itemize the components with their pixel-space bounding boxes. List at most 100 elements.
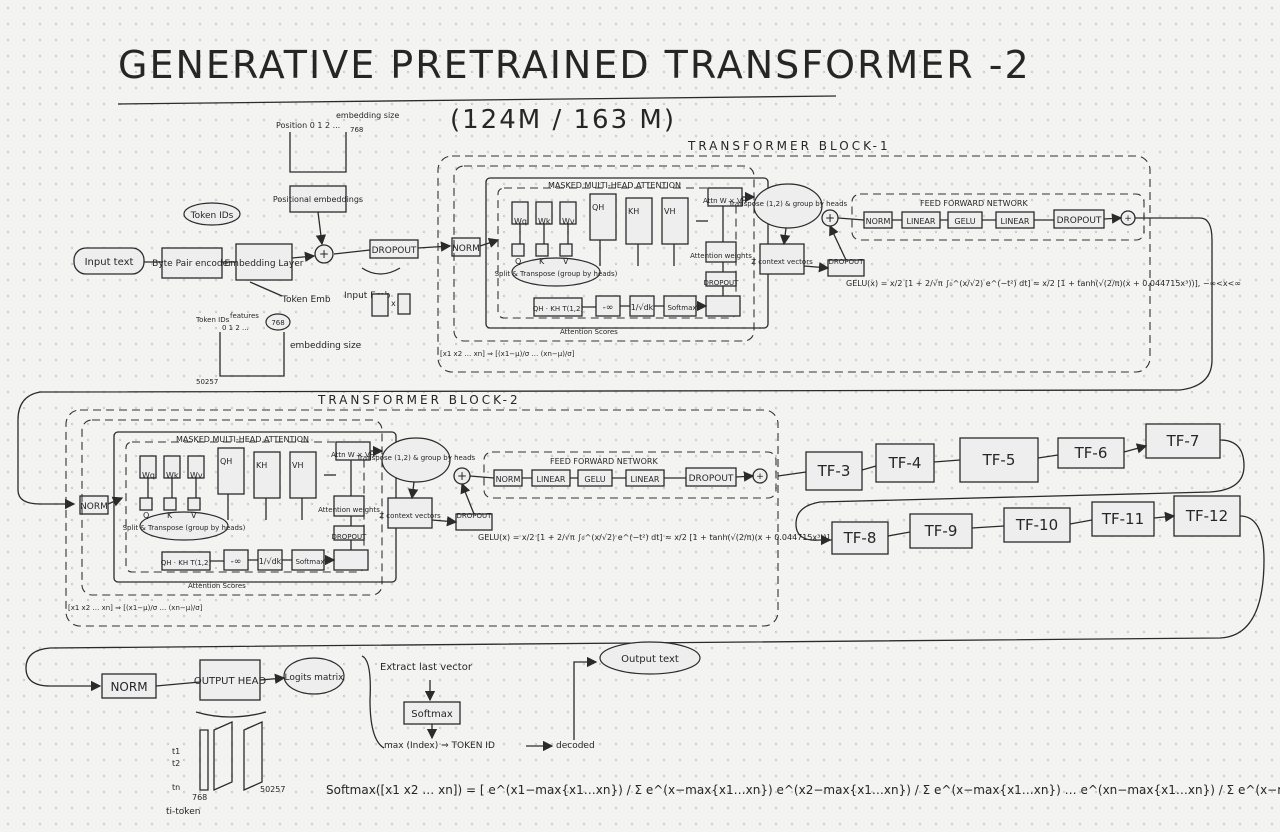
- block2-q: Q: [143, 511, 149, 520]
- output-norm: NORM: [110, 680, 147, 694]
- block1-q: Q: [515, 257, 521, 266]
- token-ids-label: Token IDs: [190, 211, 234, 221]
- block2-linear2: LINEAR: [631, 475, 660, 484]
- embedding-size-axis-label: embedding size: [290, 341, 362, 351]
- block2-mask: -∞: [231, 557, 242, 567]
- transformer-block-2: TRANSFORMER BLOCK-2 NORM MASKED MULTI-HE…: [65, 393, 873, 627]
- tf5-label: TF-5: [982, 451, 1016, 469]
- tf7-label: TF-7: [1166, 432, 1200, 450]
- output-head: OUTPUT HEAD: [194, 676, 267, 687]
- pos-axis-label: Position 0 1 2 ...: [276, 121, 340, 130]
- block1-scale: 1/√dk: [631, 303, 654, 312]
- block1-ffn: FEED FORWARD NETWORK: [920, 199, 1028, 208]
- block2-dropout: DROPOUT: [332, 533, 368, 541]
- svg-text:+: +: [319, 247, 329, 261]
- block1-mha-label: MASKED MULTI-HEAD ATTENTION: [548, 181, 681, 190]
- size-768-label: 768: [350, 126, 363, 134]
- block1-gelu-eq: GELU(x) = x/2 [1 + 2/√π ∫₀^(x/√2) e^(−t²…: [846, 279, 1241, 288]
- transformer-chain: TF-3 TF-4 TF-5 TF-6 TF-7 TF-8 TF-9 TF-10…: [25, 423, 1265, 692]
- n50257-label: 50257: [260, 785, 285, 794]
- logits-matrix: Logits matrix: [285, 673, 345, 683]
- block2-split: Split & Transpose (group by heads): [123, 524, 246, 532]
- pos-emb-label: Positional embeddings: [273, 195, 363, 204]
- block1-drop2: DROPOUT: [829, 258, 865, 266]
- block2-wk: Wk: [166, 471, 179, 480]
- block1-label: TRANSFORMER BLOCK-1: [687, 139, 891, 153]
- svg-text:+: +: [756, 472, 764, 482]
- diagram-title: GENERATIVE PRETRAINED TRANSFORMER -2: [118, 43, 1031, 87]
- block1-attn-weights: Attention weights: [690, 252, 752, 260]
- block1-norm-eq: [x1 x2 … xn] ⇒ [(x1−μ)/σ … (xn−μ)/σ]: [440, 350, 575, 358]
- block1-plus: +: [825, 211, 835, 225]
- block1-vh: VH: [664, 207, 676, 216]
- input-emb-label: Input Emb: [344, 291, 391, 301]
- block1-z: Z context vectors: [751, 258, 813, 266]
- features-label: features: [230, 312, 259, 320]
- tf10-label: TF-10: [1015, 516, 1058, 534]
- block2-plus: +: [457, 469, 467, 483]
- block1-wk: Wk: [538, 217, 551, 226]
- block1-linear1: LINEAR: [907, 217, 936, 226]
- block2-qh: QH: [220, 457, 232, 466]
- block2-gelu-eq: GELU(x) = x/2 [1 + 2/√π ∫₀^(x/√2) e^(−t²…: [478, 533, 873, 542]
- block1-scores: QH · KH T(1,2): [533, 305, 584, 313]
- block2-drop3: DROPOUT: [689, 474, 734, 484]
- block1-attn-v: Attn W × VH: [703, 197, 747, 205]
- block1-mask: -∞: [603, 303, 614, 313]
- token-emb-label: Token Emb: [281, 295, 331, 305]
- block2-scores: QH · KH T(1,2): [161, 559, 212, 567]
- block2-transpose: Transpose (1,2) & group by heads: [356, 454, 476, 462]
- block2-label: TRANSFORMER BLOCK-2: [317, 393, 521, 407]
- tf8-label: TF-8: [843, 529, 877, 547]
- tf11-label: TF-11: [1101, 510, 1144, 528]
- softmax-equation: Softmax([x1 x2 … xn]) = [ e^(x1−max{x1…x…: [326, 783, 1280, 797]
- tn-label: tn: [172, 783, 180, 792]
- block2-linear1: LINEAR: [537, 475, 566, 484]
- block1-wq: Wq: [514, 217, 527, 226]
- block2-attn-weights: Attention weights: [318, 506, 380, 514]
- max-index-token: max (Index) ⇒ TOKEN ID: [384, 741, 495, 751]
- block2-scale: 1/√dk: [259, 557, 282, 566]
- tf3-label: TF-3: [817, 462, 851, 480]
- input-stage: Input text Byte Pair encoder Token IDs E…: [73, 111, 450, 386]
- output-stage: NORM OUTPUT HEAD Logits matrix Extract l…: [101, 641, 1280, 817]
- tf4-label: TF-4: [888, 454, 922, 472]
- ti-token-label: ti-token: [166, 807, 200, 817]
- features-axis-label: 0 1 2 ...: [222, 324, 249, 332]
- block1-softmax: Softmax: [667, 304, 696, 312]
- block2-norm2: NORM: [496, 475, 521, 484]
- block2-wq: Wq: [142, 471, 155, 480]
- svg-text:+: +: [1124, 214, 1132, 224]
- block2-z: Z context vectors: [379, 512, 441, 520]
- block1-attn-scores: Attention Scores: [560, 328, 618, 336]
- decoded-label: decoded: [556, 741, 595, 751]
- block2-softmax: Softmax: [295, 558, 324, 566]
- block2-norm: NORM: [80, 502, 108, 512]
- embedding-size-label: embedding size: [336, 111, 399, 120]
- vocab-last-label: 50257: [196, 378, 218, 386]
- output-text-label: Output text: [621, 654, 679, 665]
- block2-mha-label: MASKED MULTI-HEAD ATTENTION: [176, 435, 309, 444]
- block2-vh: VH: [292, 461, 304, 470]
- block2-attn-v: Attn W × VH: [331, 451, 375, 459]
- block2-gelu: GELU: [584, 475, 605, 484]
- diagram-subtitle: (124M / 163 M): [450, 105, 676, 135]
- block2-attn-scores: Attention Scores: [188, 582, 246, 590]
- drop-x-label: x: [391, 299, 396, 308]
- block1-linear2: LINEAR: [1001, 217, 1030, 226]
- size-768-axis-label: 768: [271, 319, 284, 327]
- block2-v: V: [191, 511, 197, 520]
- block2-k: K: [167, 511, 173, 520]
- block1-dropout: DROPOUT: [704, 279, 740, 287]
- block2-kh: KH: [256, 461, 267, 470]
- tf12-label: TF-12: [1185, 507, 1228, 525]
- extract-last-vector: Extract last vector: [380, 662, 473, 673]
- block1-v: V: [563, 257, 569, 266]
- block1-drop3: DROPOUT: [1057, 216, 1102, 226]
- t2-label: t2: [172, 759, 180, 768]
- tf6-label: TF-6: [1074, 444, 1108, 462]
- block1-norm: NORM: [452, 244, 480, 254]
- bpe-label: Byte Pair encoder: [152, 259, 232, 269]
